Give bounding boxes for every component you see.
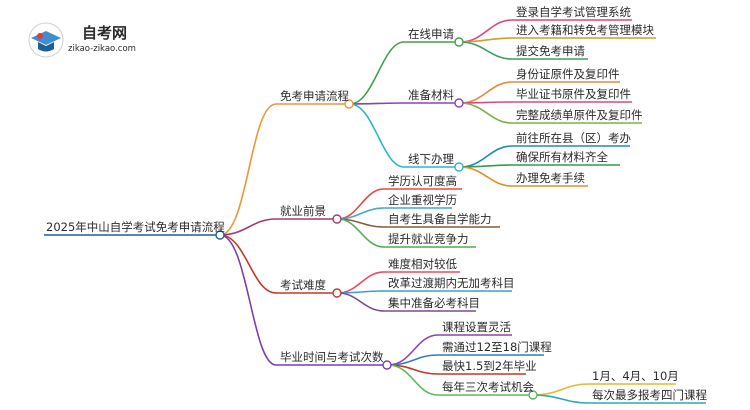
branch-collapse-handle — [332, 288, 342, 298]
leaf-node[interactable]: 前往所在县（区）考办 — [516, 131, 631, 145]
leaf-node[interactable]: 难度相对较低 — [388, 257, 457, 271]
branch-node[interactable]: 就业前景 — [280, 204, 326, 218]
leaf-node[interactable]: 每次最多报考四门课程 — [592, 388, 707, 402]
leaf-node[interactable]: 确保所有材料齐全 — [516, 150, 608, 164]
root-node[interactable]: 2025年中山自学考试免考申请流程 — [46, 220, 225, 234]
sub-node[interactable]: 每年三次考试机会 — [442, 380, 534, 394]
branch-collapse-handle — [454, 37, 464, 47]
leaf-node[interactable]: 改革过渡期内无加考科目 — [388, 276, 515, 290]
logo-name: 自考网 — [82, 24, 127, 42]
leaf-node[interactable]: 完整成绩单原件及复印件 — [516, 108, 643, 122]
node-handles[interactable] — [215, 37, 538, 400]
branch-collapse-handle — [454, 98, 464, 108]
leaf-node[interactable]: 最快1.5到2年毕业 — [442, 359, 537, 373]
leaf-node[interactable]: 办理免考手续 — [516, 171, 585, 185]
leaf-node[interactable]: 学历认可度高 — [388, 174, 457, 188]
leaf-node[interactable]: 提交免考申请 — [516, 44, 585, 58]
branch-collapse-handle — [382, 360, 392, 370]
connector-lines — [44, 19, 706, 404]
branch-collapse-handle — [454, 162, 464, 172]
node-labels: 2025年中山自学考试免考申请流程 免考申请流程 就业前景 考试难度 毕业时间与… — [46, 5, 707, 402]
root-collapse-handle — [215, 230, 225, 240]
branch-collapse-handle — [528, 390, 538, 400]
leaf-node[interactable]: 身份证原件及复印件 — [516, 67, 620, 81]
branch-node[interactable]: 毕业时间与考试次数 — [280, 350, 384, 364]
branch-node[interactable]: 考试难度 — [280, 278, 326, 292]
leaf-node[interactable]: 自考生具备自学能力 — [388, 212, 492, 226]
sub-node[interactable]: 准备材料 — [408, 88, 454, 102]
leaf-node[interactable]: 企业重视学历 — [388, 193, 457, 207]
leaf-node[interactable]: 集中准备必考科目 — [388, 296, 480, 310]
logo-url: zikao-zikao.com — [68, 44, 136, 54]
leaf-node[interactable]: 1月、4月、10月 — [592, 369, 679, 383]
branch-node[interactable]: 免考申请流程 — [280, 89, 349, 103]
leaf-node[interactable]: 进入考籍和转免考管理模块 — [516, 23, 654, 37]
branch-collapse-handle — [344, 99, 354, 109]
site-logo: 自考网 zikao-zikao.com — [28, 22, 136, 58]
leaf-node[interactable]: 毕业证书原件及复印件 — [516, 87, 631, 101]
leaf-node[interactable]: 需通过12至18门课程 — [442, 340, 552, 354]
leaf-node[interactable]: 登录自学考试管理系统 — [516, 5, 631, 19]
sub-node[interactable]: 在线申请 — [408, 27, 454, 41]
leaf-node[interactable]: 课程设置灵活 — [442, 320, 511, 334]
sub-node[interactable]: 线下办理 — [408, 152, 454, 166]
leaf-node[interactable]: 提升就业竞争力 — [388, 232, 469, 246]
branch-collapse-handle — [332, 214, 342, 224]
